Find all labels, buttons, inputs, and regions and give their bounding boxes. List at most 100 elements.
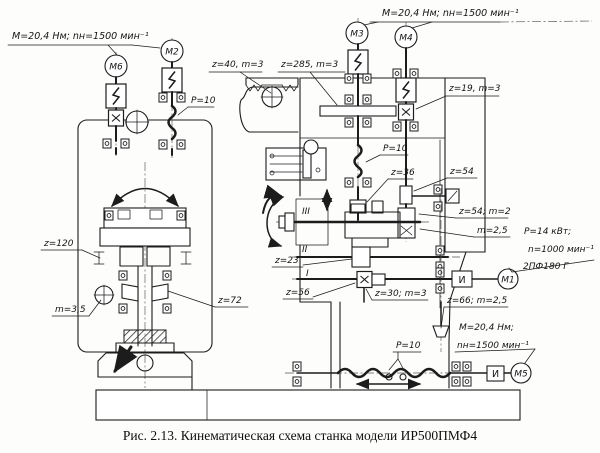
motor-m2-label: М2 — [165, 48, 179, 58]
fixed-nut-block — [123, 329, 167, 344]
label-z120: z=120 — [40, 239, 101, 259]
electromagnetic-clutch — [395, 77, 417, 103]
label-z285: z=285, m=3 — [277, 60, 346, 106]
shaft-mark-ii: II — [302, 245, 308, 255]
encoder-box-m5: И — [486, 365, 505, 382]
pinion-end-view — [124, 109, 150, 135]
label-z54: z=54 — [413, 167, 478, 192]
motor-m1 — [497, 268, 519, 290]
motor-m4-label: М4 — [399, 34, 413, 44]
label-m1-spec: Р=14 кВт; n=1000 мин⁻¹ 2ПФ180 Г — [508, 227, 595, 273]
label-z30: z=30; m=3 — [365, 288, 429, 301]
screw-nut — [399, 373, 407, 381]
rotary-table-assembly — [77, 119, 213, 391]
x-axis-drive: И М5 — [285, 361, 532, 390]
svg-text:z=54; m=2: z=54; m=2 — [458, 207, 511, 217]
svg-text:М=20,4 Нм; nн=1500 мин⁻¹: М=20,4 Нм; nн=1500 мин⁻¹ — [12, 31, 149, 42]
label-z66: z=66; m=2,5 — [440, 296, 509, 329]
motor-m6-label: М6 — [109, 63, 123, 73]
ring-gear-teeth-right — [281, 84, 299, 92]
label-spec-top-mid: М=20,4 Нм; nн=1500 мин⁻¹ — [363, 8, 593, 29]
label-p10-mid: Р=10 — [365, 144, 409, 163]
svg-text:z=72: z=72 — [217, 296, 242, 306]
worm-wheel-z72-right — [151, 283, 169, 302]
feed-gear-train: И М1 — [292, 188, 519, 352]
horizontal-ballscrew — [336, 367, 452, 379]
svg-text:М=20,4 Нм;: М=20,4 Нм; — [459, 323, 514, 333]
svg-text:z=23: z=23 — [274, 256, 299, 266]
bevel-gear-z66 — [432, 325, 450, 338]
label-z40: z=40, m=3 — [208, 60, 272, 94]
svg-text:z=30; m=3: z=30; m=3 — [374, 289, 427, 299]
tool-magazine — [239, 77, 333, 214]
label-p10-bottom: Р=10 — [388, 341, 422, 371]
tool-changer — [265, 139, 327, 181]
shaft-mark-i: I — [306, 269, 309, 279]
m2-branch: М2 — [158, 38, 186, 158]
worm-wheel-z72-left — [121, 283, 139, 302]
svg-text:n=1000 мин⁻¹: n=1000 мин⁻¹ — [528, 245, 594, 255]
gear-z23-z56 — [351, 246, 371, 268]
svg-text:Р=10: Р=10 — [396, 341, 421, 351]
gear-z36 — [349, 199, 367, 214]
label-m35: m=3,5 — [51, 299, 102, 317]
sensor-box-d — [445, 188, 460, 204]
spindle-headstock — [266, 196, 430, 248]
vertical-ballscrew — [167, 104, 177, 141]
label-z56: z=56 — [282, 282, 356, 300]
svg-text:М=20,4 Нм; nн=1500 мин⁻¹: М=20,4 Нм; nн=1500 мин⁻¹ — [382, 8, 519, 19]
svg-text:z=54: z=54 — [449, 167, 474, 177]
vertical-ballscrew — [353, 143, 363, 179]
tool-holder — [278, 215, 286, 229]
encoder-m5-label: И — [492, 369, 499, 380]
svg-text:z=120: z=120 — [43, 239, 74, 249]
label-spec-top-left: М=20,4 Нм; nн=1500 мин⁻¹ — [7, 31, 161, 56]
svg-text:z=36: z=36 — [390, 168, 415, 178]
spline-gear-z54 — [399, 185, 413, 205]
motor-m1-label: М1 — [501, 276, 515, 286]
ring-gear-z120 — [93, 251, 192, 265]
svg-text:z=40, m=3: z=40, m=3 — [211, 60, 264, 70]
worm-end-view — [93, 284, 115, 306]
svg-text:m=3,5: m=3,5 — [55, 305, 86, 315]
label-m5-spec: М=20,4 Нм; nн=1500 мин⁻¹ — [454, 323, 536, 364]
machine-bed — [95, 389, 521, 421]
annotations: М=20,4 Нм; nн=1500 мин⁻¹ М=20,4 Нм; nн=1… — [7, 8, 595, 371]
clamp-arrow — [113, 344, 138, 374]
svg-text:z=56: z=56 — [285, 288, 310, 298]
label-z19: z=19, m=3 — [415, 84, 501, 110]
svg-text:z=19, m=3: z=19, m=3 — [448, 84, 501, 94]
label-z36: z=36 — [366, 168, 415, 203]
motor-m5 — [510, 362, 532, 384]
encoder-m1-label: И — [458, 275, 465, 286]
magazine-hood — [239, 86, 299, 133]
gear-coupling-z19 — [397, 103, 415, 121]
label-m25: m=2,5 — [419, 226, 511, 238]
motor-m3-label: М3 — [350, 30, 364, 40]
spindle-rotation-arrow — [266, 196, 285, 248]
machine-column — [299, 77, 486, 389]
table-base-plate — [99, 227, 191, 247]
figure-caption: Рис. 2.13. Кинематическая схема станка м… — [123, 428, 477, 443]
changer-swing-arrow — [262, 184, 283, 214]
label-z54m2: z=54; m=2 — [418, 207, 511, 219]
electromagnetic-clutch — [347, 49, 369, 75]
label-p10-m2: Р=10 — [177, 96, 216, 116]
gear-coupling — [107, 109, 125, 127]
svg-text:Р=10: Р=10 — [383, 144, 408, 154]
electromagnetic-clutch — [105, 83, 127, 109]
svg-text:z=66; m=2,5: z=66; m=2,5 — [446, 296, 508, 306]
magazine-pinion-z40 — [260, 85, 284, 109]
label-z72: z=72 — [167, 290, 249, 308]
label-z23: z=23 — [271, 256, 353, 268]
shaft-mark-iii: III — [302, 207, 310, 217]
electromagnetic-clutch — [161, 67, 183, 93]
svg-text:m=2,5: m=2,5 — [477, 226, 508, 236]
gear-coupling-z30 — [356, 270, 373, 289]
table-plate — [103, 207, 187, 229]
ring-gear-teeth-left — [245, 84, 263, 92]
drive-gear-bar — [319, 105, 397, 117]
svg-text:z=285, m=3: z=285, m=3 — [280, 60, 338, 70]
